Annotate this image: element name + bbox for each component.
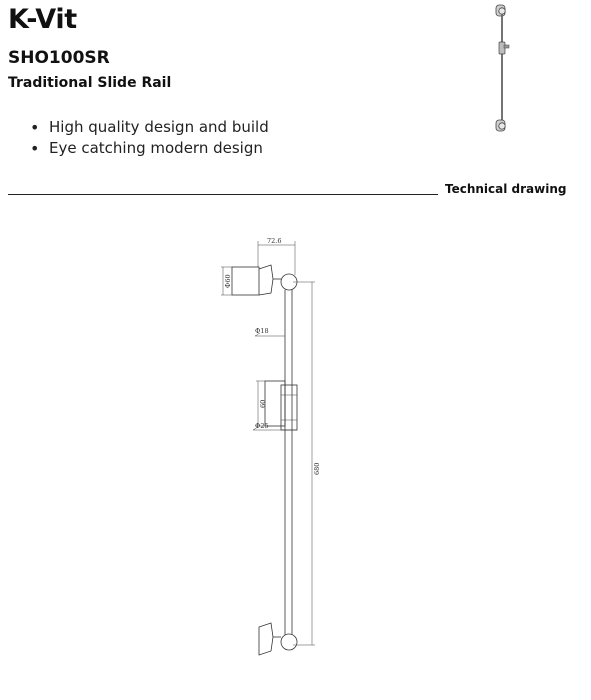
slider-icon xyxy=(498,41,510,55)
dimension-bracket-diameter: Φ60 xyxy=(221,266,232,296)
rail xyxy=(284,290,293,635)
feature-item: High quality design and build xyxy=(30,117,269,138)
section-label: Technical drawing xyxy=(445,182,567,196)
brand-title: K-Vit xyxy=(8,4,77,35)
top-bracket-icon xyxy=(495,4,506,17)
model-number: SHO100SR xyxy=(8,48,110,68)
dimension-rail-diameter-label: Φ18 xyxy=(255,327,269,335)
feature-list: High quality design and build Eye catchi… xyxy=(30,117,269,159)
dimension-width-label: 72.6 xyxy=(267,237,281,245)
dimension-width: 72.6 xyxy=(257,237,296,275)
technical-drawing: 72.6 Φ60 Φ18 60 Φ25 xyxy=(221,237,321,656)
dimension-rail-length-label: 680 xyxy=(313,463,321,475)
section-divider xyxy=(8,194,438,195)
dimension-bracket-diameter-label: Φ60 xyxy=(224,274,232,288)
product-thumbnail xyxy=(495,4,510,132)
dimension-slider-height: 60 xyxy=(256,380,267,427)
top-bracket xyxy=(231,264,298,296)
bottom-bracket xyxy=(258,622,298,656)
dimension-slider-height-label: 60 xyxy=(259,400,267,408)
dimension-rail-diameter: Φ18 xyxy=(254,327,285,337)
dimension-slider-diameter: Φ25 xyxy=(252,422,297,431)
bottom-bracket-icon xyxy=(495,119,506,132)
feature-item: Eye catching modern design xyxy=(30,138,269,159)
product-name: Traditional Slide Rail xyxy=(8,75,172,91)
dimension-rail-length: 680 xyxy=(293,281,321,646)
dimension-slider-diameter-label: Φ25 xyxy=(255,422,269,430)
